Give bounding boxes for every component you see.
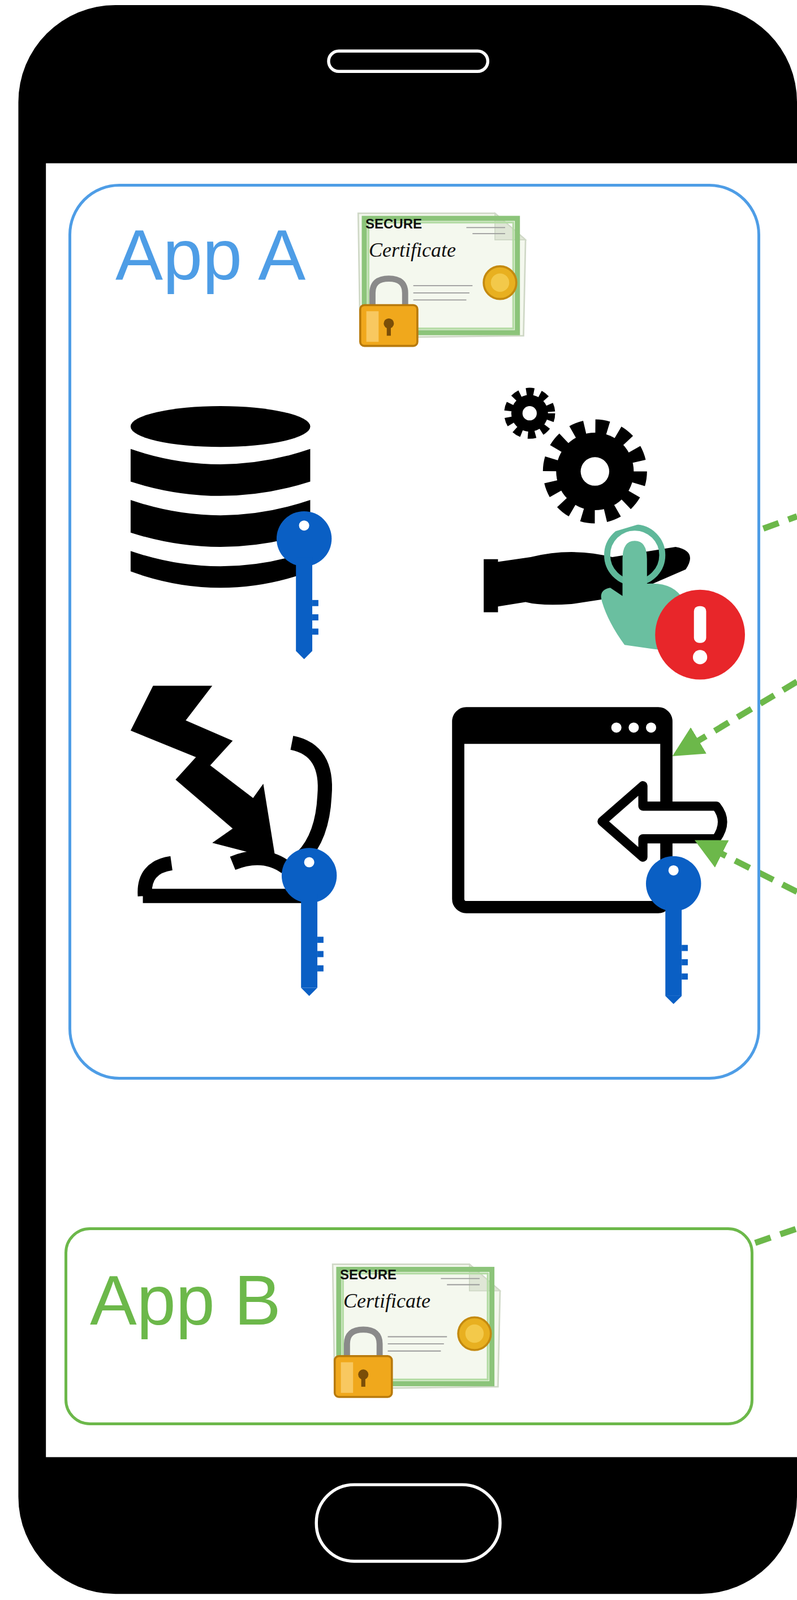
certificate-title: Certificate [368,239,456,261]
certificate-heading: SECURE [339,1268,397,1282]
app-name: App A [115,219,306,291]
certificate-heading: SECURE [365,217,422,231]
certificate-title: Certificate [343,1290,431,1312]
app-box: App B [64,1227,754,1426]
app-box: App A [68,183,761,1080]
app-name: App B [89,1265,282,1336]
